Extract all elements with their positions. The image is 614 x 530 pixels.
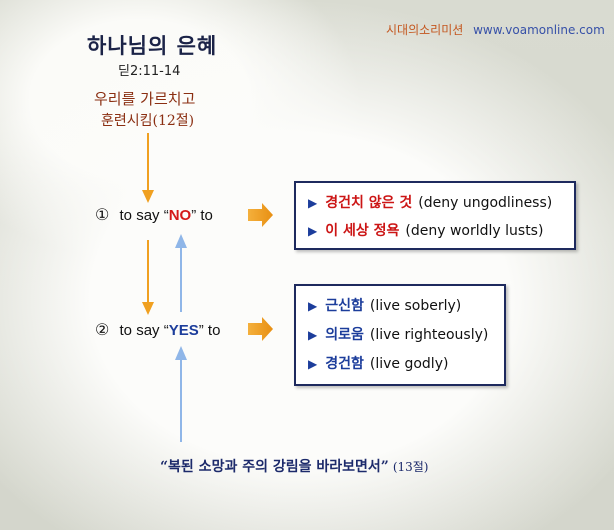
no-list-box: ▶ 경건치 않은 것 (deny ungodliness) ▶ 이 세상 정욕 (den… [294, 181, 576, 250]
step-no-number: ① [95, 207, 110, 224]
bullet-triangle-icon: ▶ [308, 299, 318, 313]
no-item-worldly-lusts: ▶ 이 세상 정욕 (deny worldly lusts) [308, 220, 543, 240]
step-no-prefix: to say [119, 207, 160, 224]
yes-item-ko: 의로움 [325, 327, 364, 343]
up-arrow-to-no [175, 234, 187, 312]
bullet-triangle-icon: ▶ [308, 328, 318, 342]
quote-open-icon: “ [163, 322, 169, 339]
right-block-arrow-yes [248, 317, 273, 341]
step-yes-suffix: to [207, 322, 221, 339]
down-arrow-to-yes [142, 240, 154, 315]
bullet-triangle-icon: ▶ [308, 196, 318, 210]
yes-item-godly: ▶ 경건함 (live godly) [308, 353, 448, 373]
up-arrow-from-quote [175, 346, 187, 442]
yes-list-box: ▶ 근신함 (live soberly) ▶ 의로움 (live righteously… [294, 284, 506, 386]
no-item-en: (deny worldly lusts) [405, 223, 544, 239]
no-item-en: (deny ungodliness) [418, 195, 553, 211]
bullet-triangle-icon: ▶ [308, 357, 318, 371]
no-item-ungodliness: ▶ 경건치 않은 것 (deny ungodliness) [308, 192, 552, 212]
yes-item-en: (live righteously) [369, 327, 489, 343]
no-item-ko: 경건치 않은 것 [325, 195, 413, 211]
step-yes-keyword: YES [168, 322, 199, 339]
yes-item-en: (live godly) [369, 356, 449, 372]
step-no: ① to say “NO” to [95, 205, 213, 225]
right-block-arrow-no [248, 203, 273, 227]
yes-item-ko: 근신함 [325, 298, 364, 314]
diagram-title: 하나님의 은혜 [87, 34, 218, 58]
subtitle-line2: 훈련시킴(12절) [101, 113, 195, 129]
site-url[interactable]: www.voamonline.com [473, 23, 605, 37]
yes-item-righteously: ▶ 의로움 (live righteously) [308, 324, 488, 344]
footer-quote-verse: (13절) [392, 460, 429, 474]
subtitle-line1: 우리를 가르치고 [94, 90, 196, 108]
site-credit: 시대의소리미션 www.voamonline.com [386, 21, 605, 38]
footer-quote: “복된 소망과 주의 강림을 바라보면서”(13절) [160, 456, 429, 476]
down-arrow-to-no [142, 133, 154, 203]
step-no-keyword: NO [168, 207, 192, 224]
footer-quote-text: “복된 소망과 주의 강림을 바라보면서” [160, 459, 389, 475]
site-name: 시대의소리미션 [386, 23, 464, 37]
step-yes: ② to say “YES” to [95, 320, 220, 340]
bullet-triangle-icon: ▶ [308, 224, 318, 238]
step-yes-number: ② [95, 322, 110, 339]
yes-item-en: (live soberly) [369, 298, 462, 314]
step-yes-prefix: to say [119, 322, 160, 339]
quote-close-icon: ” [191, 207, 197, 224]
no-item-ko: 이 세상 정욕 [325, 223, 400, 239]
yes-item-soberly: ▶ 근신함 (live soberly) [308, 295, 461, 315]
yes-item-ko: 경건함 [325, 356, 364, 372]
quote-open-icon: “ [163, 207, 169, 224]
scripture-reference: 딛2:11-14 [118, 64, 181, 79]
quote-close-icon: ” [198, 322, 204, 339]
step-no-suffix: to [200, 207, 213, 224]
